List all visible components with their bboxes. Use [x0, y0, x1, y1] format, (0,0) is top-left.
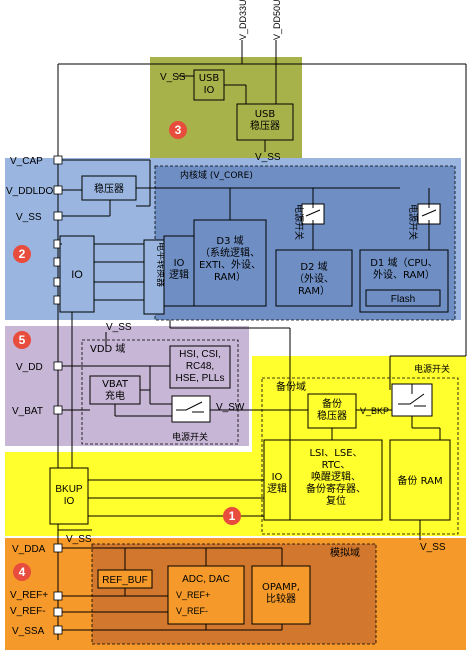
adc-vrefp-label: V_REF+	[176, 590, 210, 600]
vdd-power-switch-label: 电源开关	[172, 431, 208, 443]
backup-regulator-label: 备份稳压器	[317, 397, 347, 422]
vsw-label: V_SW	[216, 402, 245, 413]
flash-label: Flash	[391, 294, 415, 305]
vdd-wiring	[62, 332, 308, 417]
analog-title: 模拟域	[330, 546, 360, 559]
vdd-domain-vss-label: V_SS	[106, 322, 132, 333]
badge-5-label: 5	[19, 333, 26, 347]
d1-switch-symbol	[421, 204, 437, 224]
io-label: IO	[71, 269, 83, 281]
vssa-label: V_SSA	[12, 626, 45, 637]
usb-vss-label: V_SS	[160, 72, 186, 83]
vcap-label: V_CAP	[10, 156, 43, 167]
backup-ram-box	[389, 439, 451, 521]
backup-domain-title: 备份域	[276, 380, 306, 393]
badge-2	[13, 245, 31, 263]
vrefp-label: V_REF+	[10, 590, 48, 601]
usb-regulator-box	[236, 103, 294, 141]
backup-wiring	[289, 409, 441, 540]
lsi-label: LSI、LSE、RTC、唤醒逻辑、备份寄存器、复位	[306, 448, 366, 507]
osc-box	[169, 345, 231, 389]
backup-switch-symbol	[398, 384, 426, 407]
badge-3-label: 3	[175, 123, 182, 137]
ref-buf-label: REF_BUF	[102, 575, 148, 586]
vdd50usb-label: V_DD50USB	[272, 0, 282, 40]
d3-label: D3 域（系统逻辑、EXTI、外设、RAM）	[199, 234, 261, 283]
badge-2-label: 2	[19, 247, 26, 261]
vdd-label: V_DD	[16, 362, 43, 373]
vdda-label: V_DDA	[12, 544, 46, 555]
vdd-power-switch-icon	[171, 395, 211, 423]
vdd-domain-border	[81, 339, 239, 445]
vdd-domain-title: VDD 域	[90, 342, 125, 355]
analog-inner-border	[91, 543, 377, 645]
d2-switch-symbol	[305, 204, 321, 224]
core-title: 内核域 (V_CORE)	[180, 169, 253, 181]
backup-vss-label: V_SS	[420, 542, 446, 553]
d2-label: D2 域（外设、RAM）	[294, 260, 334, 297]
analog-wiring	[62, 547, 283, 631]
badge-1-label: 1	[229, 509, 236, 523]
d1-label: D1 域（CPU、外设、RAM）	[370, 256, 438, 281]
backup-regulator-box	[307, 393, 357, 429]
badge-5	[13, 331, 31, 349]
badge-1	[223, 507, 241, 525]
d2-box	[275, 249, 353, 307]
vbkp-label: V_BKP	[360, 406, 389, 416]
bkup-io-box	[49, 467, 89, 525]
backup-io-logic-box	[263, 439, 291, 521]
usb-vss-bottom-label: V_SS	[255, 152, 281, 163]
adc-vrefm-label: V_REF-	[176, 606, 208, 616]
vbat-charge-box	[89, 375, 141, 405]
backup-power-switch-label: 电源开关	[414, 363, 450, 375]
osc-label: HSI, CSI,RC48,HSE, PLLs	[176, 349, 225, 384]
io-box	[59, 235, 95, 313]
badge-4	[13, 563, 31, 581]
adc-dac-label: ADC, DAC	[182, 574, 230, 585]
backup-vss-mid-label: V_SS	[66, 534, 92, 545]
usb-wiring	[178, 75, 266, 152]
vss1-label: V_SS	[16, 212, 42, 223]
backup-domain-border	[261, 377, 459, 535]
vrefm-label: V_REF-	[10, 606, 46, 617]
backup-ram-label: 备份 RAM	[397, 474, 442, 487]
vbat-label: V_BAT	[12, 406, 43, 417]
vdd33usb-label: V_DD33USB	[238, 0, 248, 40]
badge-3	[169, 121, 187, 139]
power-switch-label-1: 电源开关	[293, 204, 305, 240]
vddldo-label: V_DDLDO	[6, 186, 53, 197]
core-regulator-label: 稳压器	[94, 182, 124, 195]
core-wiring	[60, 159, 430, 301]
opamp-label: OPAMP,比较器	[262, 582, 300, 605]
power-switch-label-2: 电源开关	[407, 204, 419, 240]
flash-box	[365, 289, 441, 307]
badge-4-label: 4	[19, 565, 26, 579]
core-regulator-box	[81, 175, 137, 201]
opamp-box	[251, 565, 311, 625]
